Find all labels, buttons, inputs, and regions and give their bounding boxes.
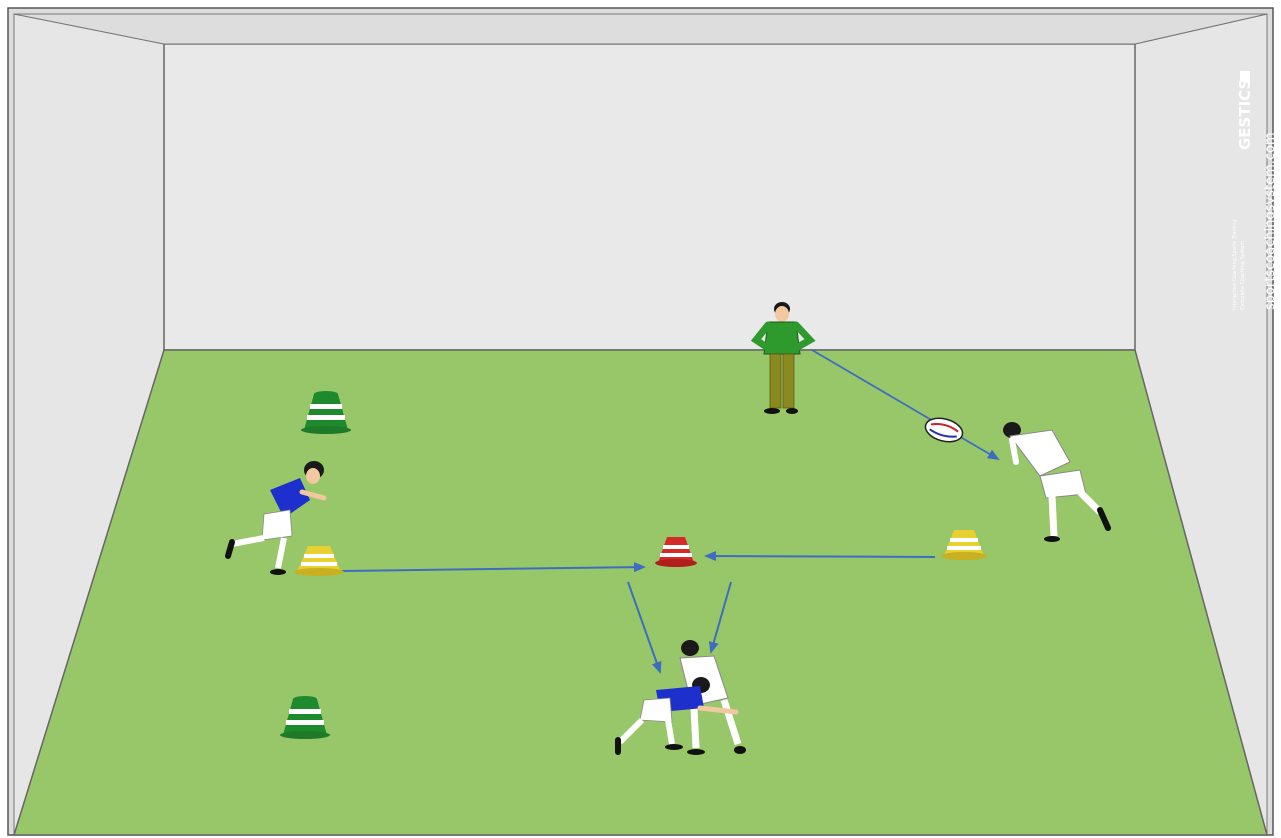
ceiling	[14, 14, 1267, 44]
watermark-tagline-2: Complete Coaching System	[1240, 241, 1246, 310]
back-wall	[164, 44, 1135, 350]
watermark-brand: GESTICS	[1236, 79, 1254, 150]
arrow-right-to-red-cone	[706, 556, 935, 557]
playing-field	[14, 350, 1267, 835]
watermark-tagline-1: Interactive Coaching Sports Training	[1232, 219, 1238, 310]
watermark-logo-icon	[1240, 71, 1250, 82]
watermark-url: sportscoachingsystem.com	[1263, 132, 1278, 310]
